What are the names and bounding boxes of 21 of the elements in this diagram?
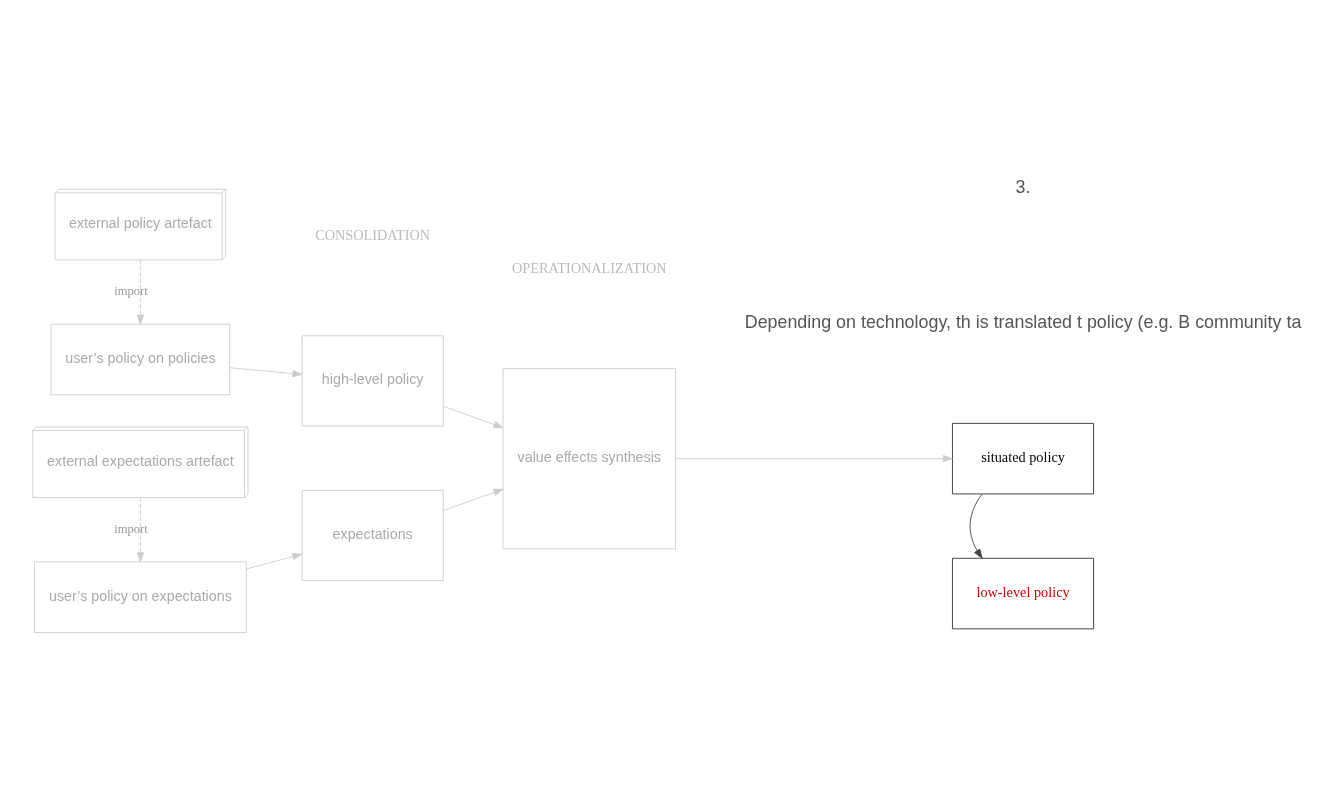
edge-label: import — [114, 521, 148, 536]
arrow — [442, 405, 504, 428]
arrow — [675, 454, 953, 462]
arrow — [442, 488, 504, 511]
node-box: expectations — [301, 489, 444, 581]
node-box: high-level policy — [301, 334, 444, 426]
arrow — [969, 493, 983, 559]
label: Depending on technology, th is translated t policy (e.g. B community ta — [744, 311, 1302, 332]
label: OPERATIONALIZATION — [511, 259, 667, 276]
arrow — [229, 366, 303, 377]
node-box: value effects synthesis — [502, 367, 676, 549]
node-box: user’s policy on expectations — [34, 560, 247, 633]
arrow — [245, 552, 303, 569]
arrow — [136, 496, 144, 562]
label: 3. — [1015, 176, 1031, 197]
node-box: low-level policy — [952, 557, 1095, 629]
edge-label: import — [114, 283, 148, 298]
node-box: user’s policy on policies — [50, 323, 231, 395]
node-box: situated policy — [952, 422, 1095, 494]
label: CONSOLIDATION — [315, 226, 431, 243]
arrow — [136, 259, 144, 324]
